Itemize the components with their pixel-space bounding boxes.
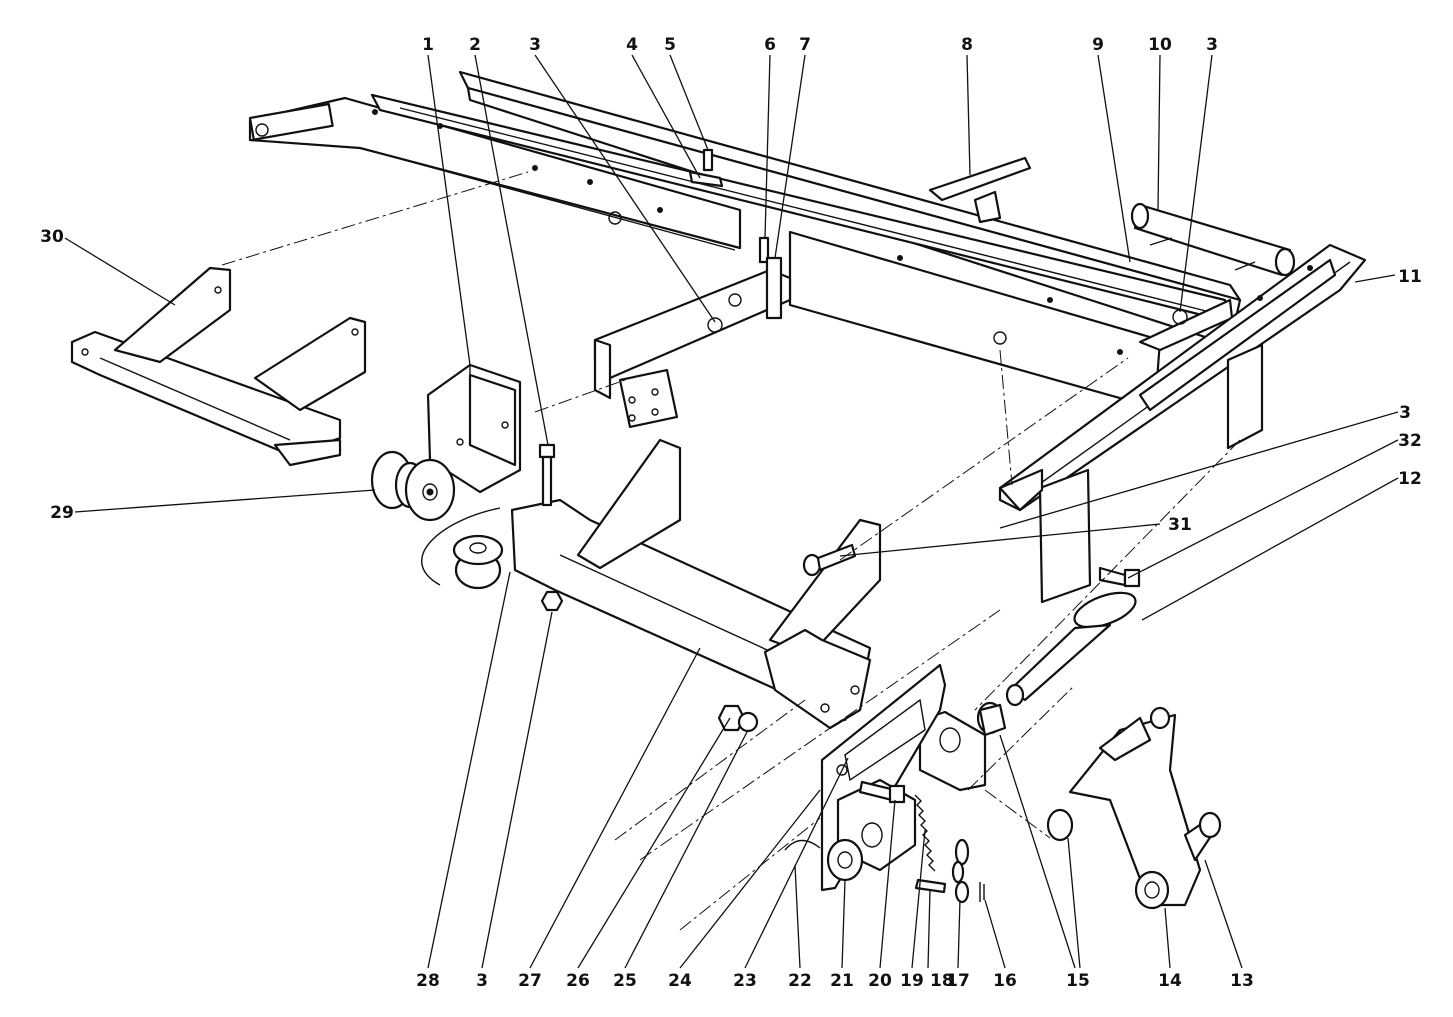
chassis-frame	[248, 70, 1367, 604]
callout-30: 30	[40, 227, 64, 247]
callout-16: 16	[993, 971, 1017, 991]
callout-8: 8	[961, 35, 973, 55]
callout-4: 4	[626, 35, 638, 55]
callout-18: 18	[930, 971, 954, 991]
callout-11: 11	[1398, 267, 1422, 287]
hitch-assembly	[717, 566, 1222, 910]
callout-22: 22	[788, 971, 812, 991]
callout-3-bottom: 3	[476, 971, 488, 991]
callout-2: 2	[469, 35, 481, 55]
callout-numbers: 1 2 3 4 5 6 7 8 9 10 3 11 3 32 12 31 30 …	[40, 35, 1422, 991]
callout-20: 20	[868, 971, 892, 991]
callout-7: 7	[799, 35, 811, 55]
callout-13: 13	[1230, 971, 1254, 991]
callout-6: 6	[764, 35, 776, 55]
callout-19: 19	[900, 971, 924, 991]
subframe-assembly-30	[70, 266, 367, 467]
callout-17: 17	[946, 971, 970, 991]
callout-1: 1	[422, 35, 434, 55]
bracket-and-wheel	[370, 363, 522, 590]
callout-32: 32	[1398, 431, 1422, 451]
callout-14: 14	[1158, 971, 1182, 991]
callout-23: 23	[733, 971, 757, 991]
lower-subframe-27	[510, 438, 882, 730]
callout-15: 15	[1066, 971, 1090, 991]
callout-31: 31	[1168, 515, 1192, 535]
callout-24: 24	[668, 971, 692, 991]
callout-10: 10	[1148, 35, 1172, 55]
callout-21: 21	[830, 971, 854, 991]
center-lines	[221, 171, 1241, 931]
callout-3-top-right: 3	[1206, 35, 1218, 55]
callout-29: 29	[50, 503, 74, 523]
callout-25: 25	[613, 971, 637, 991]
callout-3-top: 3	[529, 35, 541, 55]
callout-26: 26	[566, 971, 590, 991]
callout-9: 9	[1092, 35, 1104, 55]
callout-12: 12	[1398, 469, 1422, 489]
callout-3-right: 3	[1399, 403, 1411, 423]
callout-28: 28	[416, 971, 440, 991]
callout-5: 5	[664, 35, 676, 55]
leader-lines	[64, 54, 1399, 969]
callout-27: 27	[518, 971, 542, 991]
